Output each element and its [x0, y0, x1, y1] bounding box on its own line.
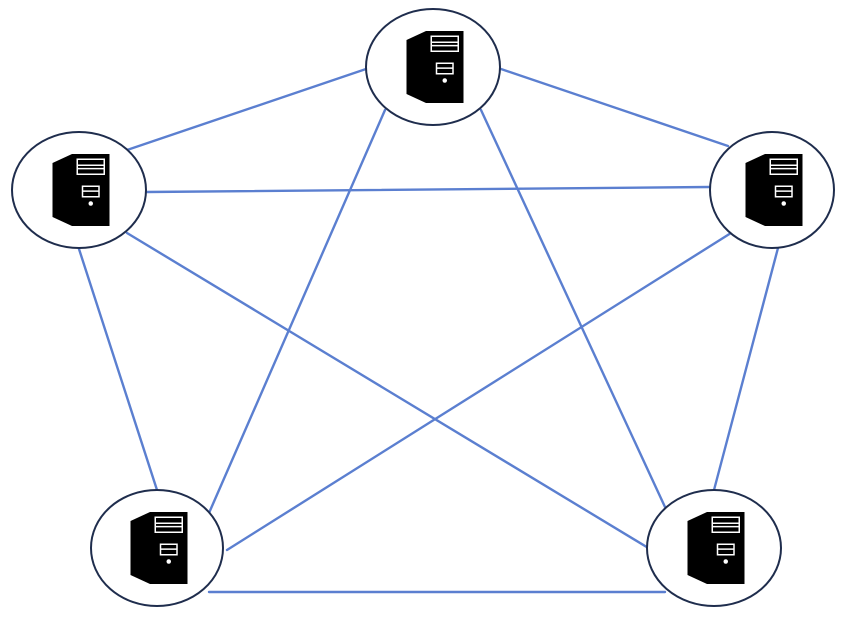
link-left-to-bottom-right	[125, 231, 652, 551]
link-left-to-bottom-left	[77, 247, 159, 492]
link-left-to-right	[144, 185, 711, 194]
node-right	[709, 131, 835, 249]
computer-tower-icon	[687, 512, 745, 584]
node-bottom-right	[646, 489, 782, 607]
nodes-layer	[11, 8, 835, 607]
node-left	[11, 131, 147, 249]
computer-tower-icon	[745, 154, 803, 226]
links-layer	[77, 67, 780, 594]
node-top	[365, 8, 501, 126]
link-right-to-bottom-right	[712, 246, 780, 492]
link-top-to-left	[125, 67, 368, 152]
computer-tower-icon	[130, 512, 188, 584]
link-right-to-bottom-left	[225, 231, 733, 552]
node-bottom-left	[90, 489, 224, 607]
link-top-to-bottom-left	[207, 108, 387, 515]
computer-tower-icon	[406, 31, 464, 103]
link-top-to-right	[499, 67, 730, 148]
link-top-to-bottom-right	[479, 108, 667, 509]
computer-tower-icon	[52, 154, 110, 226]
